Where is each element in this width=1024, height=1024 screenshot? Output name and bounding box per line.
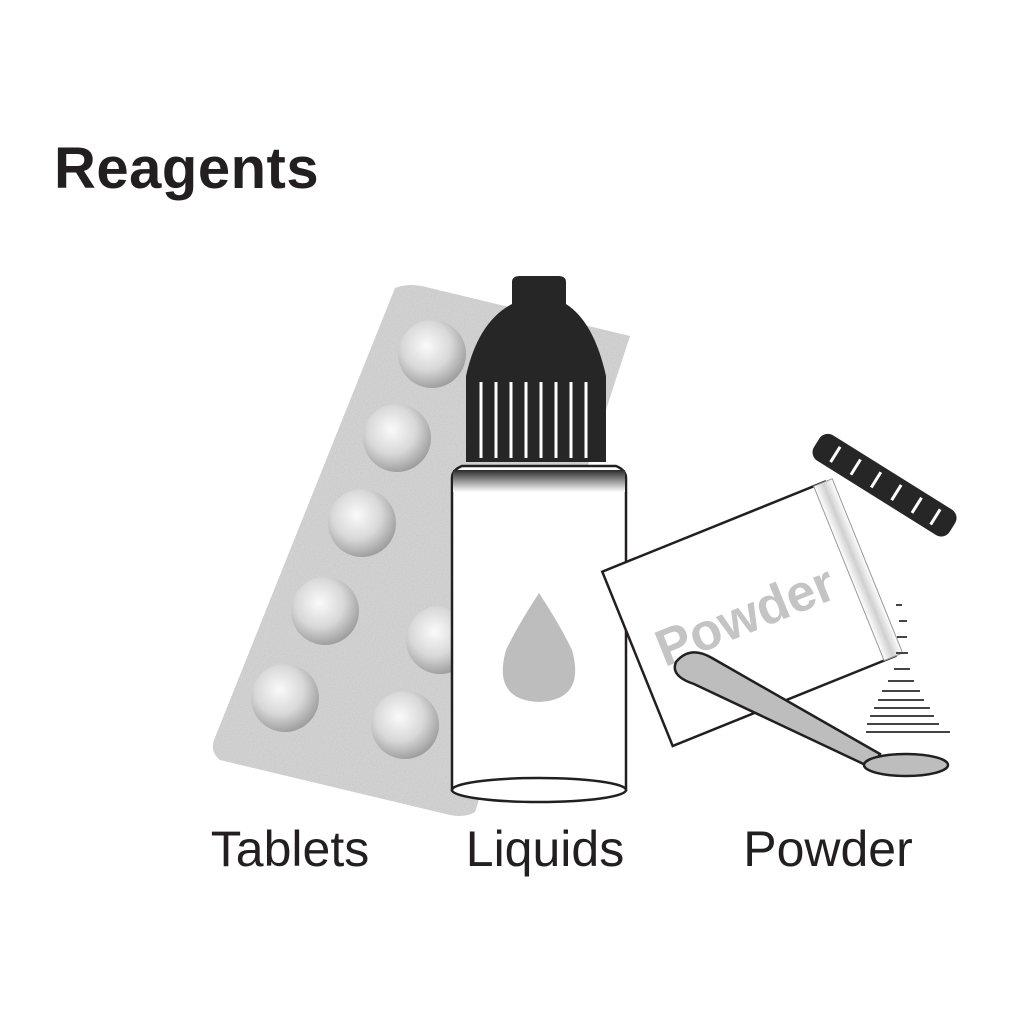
- sachet-lid-icon: [812, 433, 957, 537]
- droplet-icon: [502, 593, 576, 702]
- caption-liquids: Liquids: [465, 821, 625, 877]
- tablet-icon: [328, 489, 396, 557]
- caption-powder: Powder: [743, 821, 913, 877]
- tablet-icon: [371, 691, 439, 759]
- tablet-icon: [398, 320, 466, 388]
- tablet-icon: [363, 404, 431, 472]
- dropper-bottle-icon: [450, 276, 628, 804]
- tablet-icon: [291, 577, 359, 645]
- caption-tablets: Tablets: [210, 821, 370, 877]
- tablet-icon: [251, 664, 319, 732]
- spoon-icon: [673, 651, 950, 778]
- falling-powder-icon: [866, 604, 950, 733]
- page-title: Reagents: [54, 136, 320, 201]
- powder-sachet-icon: Powder: [600, 433, 957, 778]
